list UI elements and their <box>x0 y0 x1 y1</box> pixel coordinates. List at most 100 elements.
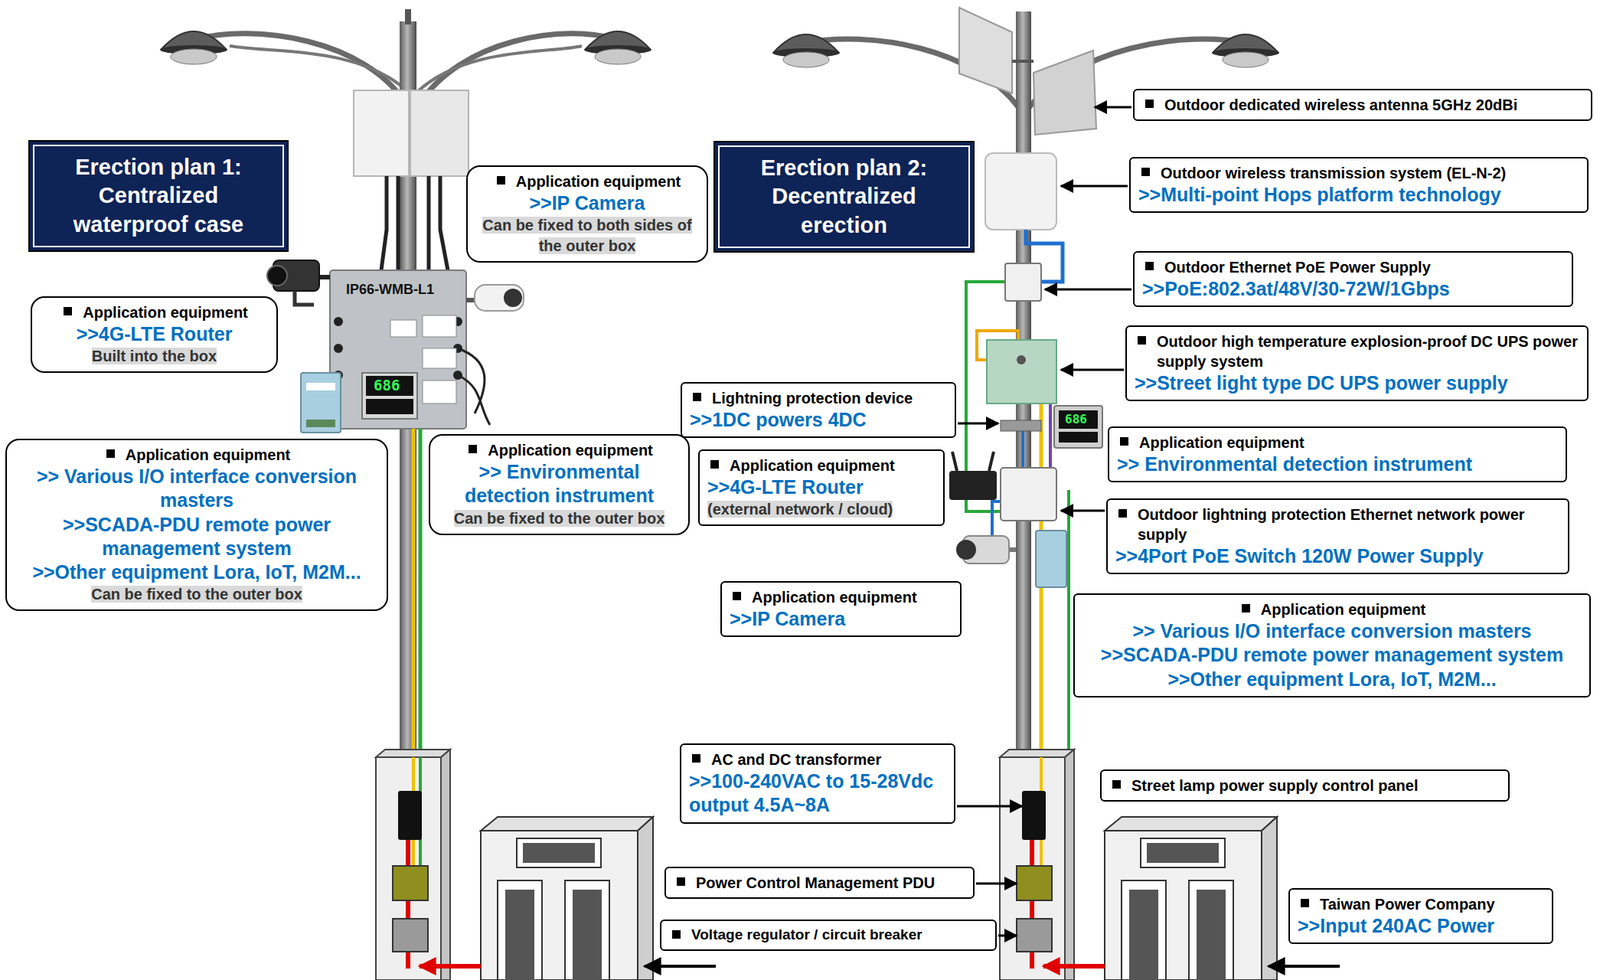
bullet-square <box>1145 261 1154 271</box>
text-line: >>IP Camera <box>475 191 699 216</box>
text-line: Built into the box <box>39 346 269 367</box>
label-box: Street lamp power supply control panel <box>1100 769 1510 802</box>
node-heading: Taiwan Power Company <box>1319 894 1496 915</box>
lightning-device <box>1000 420 1042 432</box>
antenna-right <box>959 7 1013 94</box>
poe-switch <box>1000 467 1057 521</box>
leader-arrows <box>956 107 1132 936</box>
text-line: Erection plan 1: Centralized waterproof … <box>40 153 277 239</box>
waterproof-case <box>457 348 490 425</box>
text-line: Outdoor high temperature explosion-proof… <box>1134 331 1580 372</box>
text-line: >>4Port PoE Switch 120W Power Supply <box>1115 544 1561 569</box>
node-text: >>SCADA-PDU remote power management syst… <box>62 513 331 559</box>
leader-arrows <box>998 934 1017 938</box>
model-label: IP66-WMB-L1 <box>346 281 435 298</box>
power-panel-left <box>480 816 654 980</box>
waterproof-case <box>365 375 414 396</box>
street-lamp-left <box>160 31 228 65</box>
text-line: Outdoor lightning protection Ethernet ne… <box>1115 504 1561 545</box>
wires-right <box>1048 403 1052 468</box>
pole-cabinet-right <box>1016 790 1052 952</box>
node-text: >> Environmental detection instrument <box>1116 453 1473 475</box>
street-lamp-left <box>417 45 582 92</box>
text-line: Application equipment <box>437 440 681 461</box>
dc-ups <box>986 339 1057 404</box>
text-line: >>SCADA-PDU remote power management syst… <box>1082 643 1582 667</box>
text-line: >>Multi-point Hops platform technology <box>1138 182 1580 207</box>
leader-arrows <box>957 422 999 425</box>
text-line: Can be fixed to both sides of the outer … <box>475 215 699 257</box>
power-arrows-left <box>419 966 716 967</box>
text-line: >>1DC powers 4DC <box>689 408 947 432</box>
node-heading: Outdoor high temperature explosion-proof… <box>1156 331 1580 372</box>
waterproof-case <box>329 270 490 429</box>
wireless-unit <box>985 153 1057 230</box>
text-line: Street lamp power supply control panel <box>1109 775 1501 796</box>
street-lamp-right <box>772 34 840 68</box>
node-heading: Application equipment <box>1139 432 1305 453</box>
label-box: Lightning protection device>>1DC powers … <box>680 382 957 438</box>
camera-left <box>294 290 314 305</box>
leader-arrows <box>976 882 1017 885</box>
text-line: Outdoor wireless transmission system (EL… <box>1138 163 1580 183</box>
note-text: Can be fixed to the outer box <box>453 509 666 527</box>
antenna-right <box>1012 59 1034 63</box>
leader-arrows <box>1094 106 1132 109</box>
waterproof-case <box>390 320 417 337</box>
bullet-square <box>63 306 72 316</box>
text-line: Application equipment <box>1082 599 1582 620</box>
camera-right-box <box>503 288 523 307</box>
text-line: (external network / cloud) <box>707 499 936 520</box>
dc-ups <box>986 339 1057 404</box>
node-heading: Application equipment <box>82 302 249 323</box>
camera-right <box>956 539 977 560</box>
env-instrument-right <box>1058 431 1098 443</box>
node-text: >>Other equipment Lora, IoT, M2M... <box>1167 668 1496 690</box>
camera-right <box>956 535 1016 564</box>
power-arrows-right <box>1043 966 1340 967</box>
bullet-square <box>1241 604 1251 613</box>
waterproof-case <box>362 372 418 419</box>
callout-box: Application equipment>>4G-LTE RouterBuil… <box>30 296 278 373</box>
label-box: Application equipment>>IP Camera <box>720 581 962 637</box>
text-line: AC and DC transformer <box>688 749 947 770</box>
text-line: >> Environmental detection instrument <box>437 460 681 509</box>
label-box: Outdoor dedicated wireless antenna 5GHz … <box>1133 88 1593 121</box>
camera-left <box>267 260 330 305</box>
node-text: >>1DC powers 4DC <box>689 408 867 431</box>
node-text: >>Other equipment Lora, IoT, M2M... <box>32 561 361 583</box>
camera-right-box <box>474 284 524 311</box>
node-heading: Outdoor wireless transmission system (EL… <box>1160 163 1506 183</box>
waterproof-case <box>422 380 457 404</box>
node-heading: Application equipment <box>515 171 682 192</box>
node-text: >>Input 240AC Power <box>1297 914 1495 937</box>
text-line: Outdoor dedicated wireless antenna 5GHz … <box>1142 94 1584 115</box>
node-text: >>100-240VAC to 15-28Vdc output 4.5A~8A <box>688 770 934 816</box>
bullet-square <box>1118 509 1127 518</box>
note-text: Built into the box <box>91 347 217 365</box>
node-heading: Application equipment <box>487 440 654 461</box>
node-heading: Outdoor lightning protection Ethernet ne… <box>1137 504 1561 545</box>
io-module-left <box>300 372 341 433</box>
waterproof-case <box>333 316 343 327</box>
text-line: Application equipment <box>729 587 953 608</box>
node-heading: Outdoor dedicated wireless antenna 5GHz … <box>1164 94 1518 115</box>
bullet-square <box>496 176 506 185</box>
node-heading: Application equipment <box>751 587 918 608</box>
text-line: >>4G-LTE Router <box>39 322 269 347</box>
text-line: Application equipment <box>14 444 379 465</box>
io-module-right <box>1035 530 1067 588</box>
text-line: Outdoor Ethernet PoE Power Supply <box>1142 257 1565 278</box>
text-line: Can be fixed to the outer box <box>14 584 379 605</box>
pole-cabinet-left <box>392 790 428 952</box>
label-box: Taiwan Power Company>>Input 240AC Power <box>1288 888 1554 944</box>
io-module-right <box>1035 530 1067 588</box>
callout-box: Application equipment>> Environmental de… <box>428 434 690 536</box>
text-line: >>4G-LTE Router <box>707 475 936 500</box>
bullet-square <box>468 444 477 454</box>
text-line: Voltage regulator / circuit breaker <box>669 925 988 945</box>
display-digits: 686 <box>373 376 400 394</box>
text-line: Application equipment <box>1116 432 1558 453</box>
leader-arrows <box>1061 509 1105 513</box>
text-line: Application equipment <box>707 455 936 476</box>
